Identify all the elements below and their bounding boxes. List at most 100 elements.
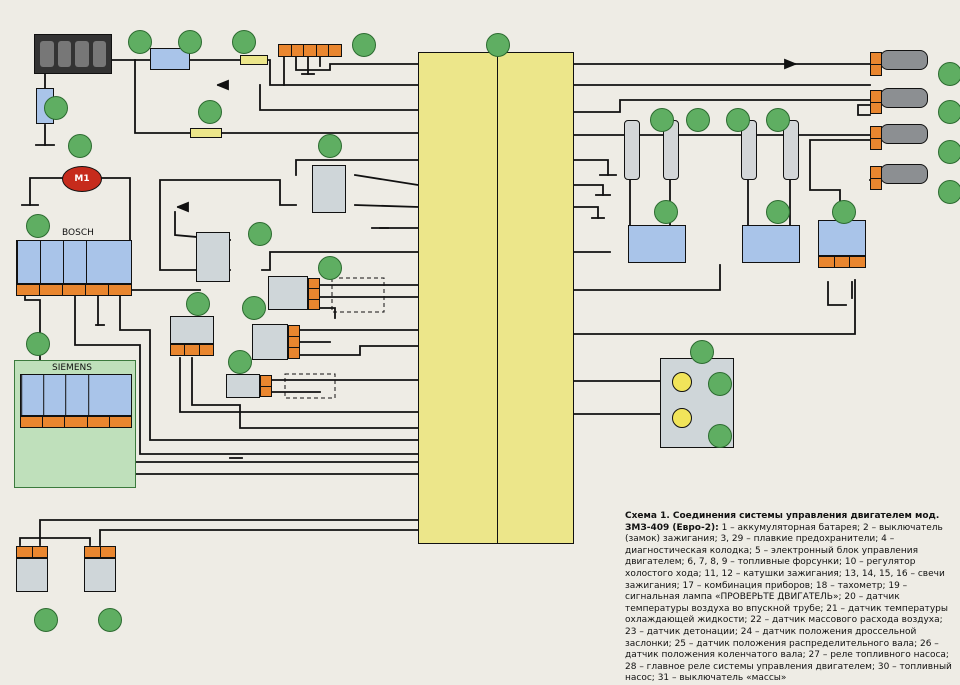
component-number-badge — [318, 134, 342, 158]
idle-regulator-connector — [818, 256, 866, 268]
bosch-maf — [16, 240, 132, 284]
wire — [319, 307, 336, 319]
connector-pin — [871, 53, 881, 65]
knock-connector — [260, 375, 272, 397]
connector-pin — [309, 300, 319, 309]
connector-pin — [871, 167, 881, 179]
wire — [573, 99, 871, 113]
diagnostic-connector — [278, 44, 342, 57]
maf-pin-label — [86, 241, 109, 283]
connector-pin — [871, 65, 881, 76]
knock-sensor — [226, 374, 260, 398]
arrow — [216, 79, 229, 91]
connector-pin — [40, 285, 63, 295]
wire — [39, 519, 419, 546]
injector-9 — [880, 164, 928, 184]
component-number-badge — [198, 100, 222, 124]
connector-pin — [17, 285, 40, 295]
connector-pin — [871, 103, 881, 114]
component-number-badge — [178, 30, 202, 54]
battery-cell — [57, 41, 71, 67]
wire — [299, 345, 419, 356]
component-number-badge — [766, 200, 790, 224]
connector-pin — [109, 285, 131, 295]
component-number-badge — [486, 33, 510, 57]
connector-pin — [871, 179, 881, 190]
connector-pin — [63, 285, 86, 295]
maf-pin-label — [110, 375, 131, 415]
wire — [809, 139, 871, 216]
connector-pin — [871, 139, 881, 150]
wire — [573, 159, 609, 176]
component-number-badge — [242, 296, 266, 320]
ignition-coil-12 — [628, 225, 686, 263]
connector-pin — [171, 345, 186, 355]
connector-pin — [21, 417, 44, 427]
spark-plug-13 — [783, 120, 799, 180]
component-number-badge — [26, 214, 50, 238]
wires-layer — [19, 55, 881, 546]
tps-connector — [170, 344, 214, 356]
air-temp-sensor — [84, 558, 116, 592]
component-number-badge — [654, 200, 678, 224]
arrow — [176, 201, 189, 213]
connector-pin — [279, 45, 292, 56]
battery-cells — [35, 35, 111, 73]
component-number-badge — [938, 62, 960, 86]
wire — [119, 429, 419, 475]
legend: Схема 1. Соединения системы управления д… — [625, 511, 955, 685]
connector-pin — [261, 376, 271, 387]
injector-8 — [880, 124, 928, 144]
wire — [827, 281, 847, 306]
legend-text: 1 – аккумуляторная батарея; 2 – выключат… — [625, 522, 952, 684]
check-engine-lamp — [672, 408, 692, 428]
tps-sensor — [170, 316, 214, 344]
siemens-connector — [20, 416, 132, 428]
connector-pin — [289, 348, 299, 358]
component-number-badge — [232, 30, 256, 54]
component-number-badge — [26, 332, 50, 356]
injector-6 — [880, 50, 928, 70]
fuse-29 — [190, 128, 222, 138]
component-number-badge — [938, 140, 960, 164]
tachometer — [672, 372, 692, 392]
component-number-badge — [228, 350, 252, 374]
cam-connector — [288, 325, 300, 359]
idle-regulator — [818, 220, 866, 256]
battery-cell — [40, 41, 54, 67]
wire — [354, 204, 419, 208]
component-number-badge — [690, 340, 714, 364]
maf-pin-label — [43, 375, 66, 415]
wire — [74, 294, 419, 455]
connector-pin — [289, 326, 299, 337]
connector-pin — [329, 45, 341, 56]
connector-pin — [33, 547, 48, 557]
connector-pin — [85, 547, 101, 557]
main-relay — [312, 165, 346, 213]
component-number-badge — [44, 96, 68, 120]
connector-pin — [88, 417, 110, 427]
wire — [353, 173, 420, 187]
wire — [259, 84, 419, 111]
battery-cell — [75, 41, 89, 67]
injector-7 — [880, 88, 928, 108]
maf-pin-label — [21, 375, 44, 415]
bosch-connector — [16, 284, 132, 296]
component-number-badge — [318, 256, 342, 280]
maf-pin-label — [40, 241, 63, 283]
ignition-switch — [150, 48, 190, 70]
wire — [134, 59, 191, 134]
injector-9-connector — [870, 166, 882, 190]
maf-pin-label — [87, 375, 110, 415]
coolant-sensor-connector — [16, 546, 48, 558]
component-number-badge — [98, 608, 122, 632]
fuel-pump: M1 — [62, 166, 102, 192]
wire — [19, 537, 91, 546]
maf-pin-label — [109, 241, 131, 283]
connector-pin — [317, 45, 330, 56]
connector-pin — [200, 345, 213, 355]
component-number-badge — [34, 608, 58, 632]
component-number-badge — [726, 108, 750, 132]
wire — [191, 357, 419, 429]
connector-pin — [65, 417, 88, 427]
